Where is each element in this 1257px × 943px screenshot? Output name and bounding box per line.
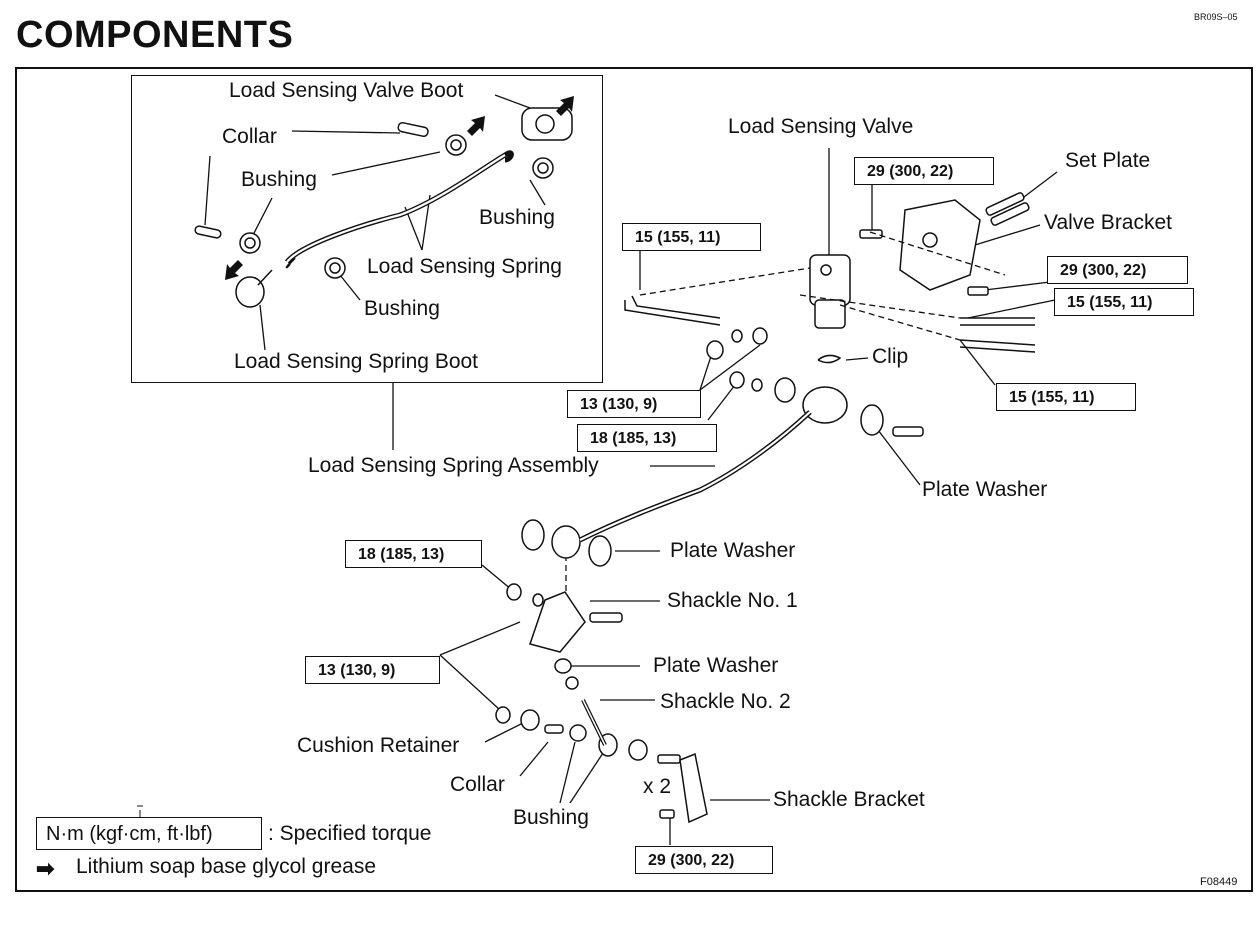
spring-assembly-detail-box <box>131 75 603 383</box>
torque-box-bracket-bolt: 29 (300, 22) <box>1047 256 1188 284</box>
label-bushing-1: Bushing <box>241 168 317 191</box>
torque-unit-legend: N·m (kgf·cm, ft·lbf) <box>36 817 262 850</box>
label-load-sensing-spring: Load Sensing Spring <box>367 255 562 278</box>
label-load-sensing-spring-boot: Load Sensing Spring Boot <box>234 350 479 373</box>
torque-box-shackle-nut: 18 (185, 13) <box>345 540 482 568</box>
label-bushing-bottom: Bushing <box>513 806 589 829</box>
label-shackle-no-2: Shackle No. 2 <box>660 690 791 713</box>
document-code: BR09S–05 <box>1194 12 1238 22</box>
label-shackle-no-1: Shackle No. 1 <box>667 589 798 612</box>
page-title: COMPONENTS <box>16 14 294 56</box>
label-shackle-bracket: Shackle Bracket <box>773 788 925 811</box>
grease-description: Lithium soap base glycol grease <box>76 855 377 878</box>
torque-box-shackle-bolt: 13 (130, 9) <box>305 656 440 684</box>
torque-box-valve-bolt: 29 (300, 22) <box>854 157 994 185</box>
label-bushing-2: Bushing <box>479 206 555 229</box>
label-collar-bottom: Collar <box>450 773 505 796</box>
label-valve-bracket: Valve Bracket <box>1044 211 1172 234</box>
label-plate-washer-1: Plate Washer <box>922 478 1048 501</box>
label-load-sensing-valve: Load Sensing Valve <box>728 115 914 138</box>
figure-code: F08449 <box>1200 876 1238 888</box>
torque-box-bracket-bottom: 29 (300, 22) <box>635 846 773 874</box>
label-clip: Clip <box>872 345 909 368</box>
label-cushion-retainer: Cushion Retainer <box>297 734 460 757</box>
label-plate-washer-2: Plate Washer <box>670 539 796 562</box>
label-quantity-x2: x 2 <box>643 775 672 798</box>
torque-box-pipe-right-1: 15 (155, 11) <box>1054 288 1194 316</box>
torque-box-nut-1: 13 (130, 9) <box>567 390 701 418</box>
torque-box-pipe-left: 15 (155, 11) <box>622 223 761 251</box>
label-load-sensing-spring-assembly: Load Sensing Spring Assembly <box>308 454 599 477</box>
torque-unit-description: : Specified torque <box>268 822 432 845</box>
torque-box-nut-2: 18 (185, 13) <box>577 424 717 452</box>
label-plate-washer-3: Plate Washer <box>653 654 779 677</box>
diagram-frame <box>15 67 1253 892</box>
label-set-plate: Set Plate <box>1065 149 1151 172</box>
grease-arrow-icon: ➡ <box>36 856 55 881</box>
label-collar-top: Collar <box>222 125 277 148</box>
torque-box-pipe-right-2: 15 (155, 11) <box>996 383 1136 411</box>
label-load-sensing-valve-boot: Load Sensing Valve Boot <box>229 79 464 102</box>
label-bushing-3: Bushing <box>364 297 440 320</box>
